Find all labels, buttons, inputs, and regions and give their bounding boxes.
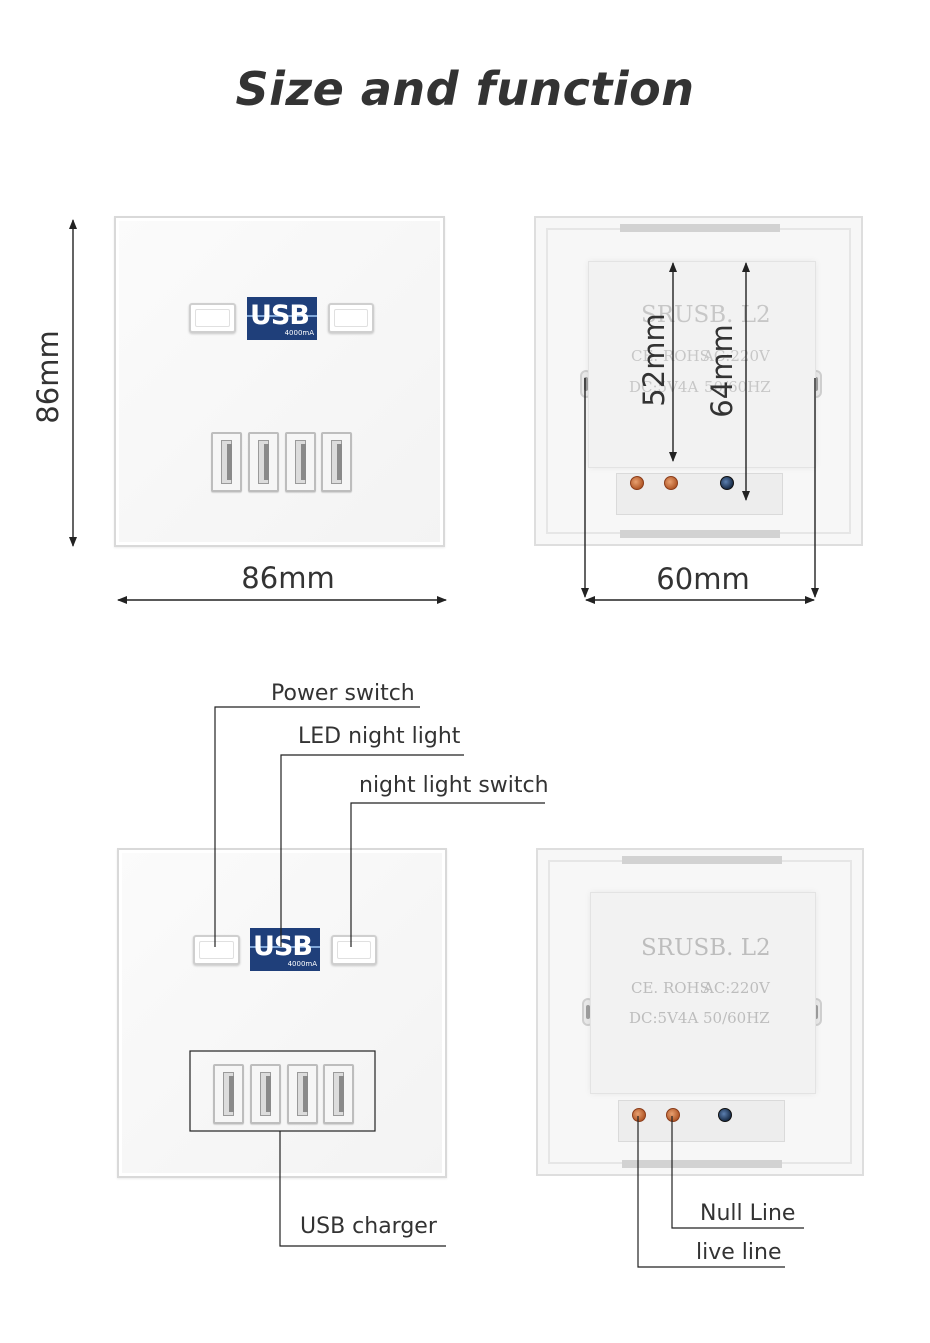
- ground-terminal: [718, 1108, 732, 1122]
- usb-port-3[interactable]: [285, 432, 316, 492]
- terminal-screw-2: [664, 476, 678, 490]
- usb-port-1[interactable]: [211, 432, 242, 492]
- back-dc-text-2: DC:5V4A: [629, 1009, 699, 1027]
- back-ac-text: AC:220V: [703, 347, 770, 365]
- null-line-terminal: [666, 1108, 680, 1122]
- front-width-label: 86mm: [241, 561, 335, 595]
- usb-badge-text-2: USB: [253, 931, 313, 962]
- back-top-vent-2: [622, 856, 782, 864]
- callout-night-light-switch: night light switch: [359, 773, 549, 798]
- back-cert-text-2: CE. ROHS: [631, 979, 710, 997]
- back-bottom-vent: [620, 530, 780, 538]
- usb-badge-logo: USB 4000mA: [247, 297, 317, 340]
- terminal-block: [616, 473, 783, 515]
- page-title: Size and function: [235, 62, 695, 116]
- back-freq-text: 50/60HZ: [704, 378, 771, 396]
- usb-port-b2[interactable]: [250, 1064, 281, 1124]
- back-freq-text-2: 50/60HZ: [703, 1009, 770, 1027]
- front-panel-top: USB 4000mA: [114, 216, 445, 547]
- usb-port-b4[interactable]: [323, 1064, 354, 1124]
- back-ac-text-2: AC:220V: [703, 979, 770, 997]
- terminal-block-2: [618, 1100, 785, 1142]
- leader-null-line: [671, 1116, 804, 1229]
- back-module: SRUSB. L2 CE. ROHS AC:220V DC:5V4A 50/60…: [588, 261, 816, 468]
- usb-port-2[interactable]: [248, 432, 279, 492]
- usb-badge-logo-2: USB 4000mA: [250, 928, 320, 971]
- back-panel-top: SRUSB. L2 CE. ROHS AC:220V DC:5V4A 50/60…: [534, 216, 863, 546]
- power-switch-button[interactable]: [189, 303, 236, 333]
- callout-null-line: Null Line: [700, 1201, 796, 1226]
- power-switch-button-2[interactable]: [193, 935, 240, 965]
- usb-badge-text: USB: [250, 300, 310, 331]
- back-bottom-vent-2: [622, 1160, 782, 1168]
- callout-live-line: live line: [696, 1240, 782, 1265]
- leader-power-switch: [214, 706, 420, 947]
- leader-night-light-switch: [350, 802, 545, 947]
- back-width-label: 60mm: [656, 562, 750, 596]
- usb-badge-sub: 4000mA: [284, 329, 314, 337]
- usb-badge-sub-2: 4000mA: [287, 960, 317, 968]
- leader-live-line: [637, 1116, 785, 1268]
- night-light-switch-button-2[interactable]: [331, 935, 377, 965]
- usb-port-b1[interactable]: [213, 1064, 244, 1124]
- back-top-vent: [620, 224, 780, 232]
- usb-port-4[interactable]: [321, 432, 352, 492]
- back-panel-bottom: SRUSB. L2 CE. ROHS AC:220V DC:5V4A 50/60…: [536, 848, 864, 1176]
- usb-port-b3[interactable]: [287, 1064, 318, 1124]
- back-module-2: SRUSB. L2 CE. ROHS AC:220V DC:5V4A 50/60…: [590, 892, 816, 1094]
- live-line-terminal: [632, 1108, 646, 1122]
- callout-power-switch: Power switch: [271, 681, 415, 706]
- terminal-screw-1: [630, 476, 644, 490]
- leader-usb-charger: [279, 1131, 446, 1247]
- back-model-text-2: SRUSB. L2: [641, 935, 771, 961]
- back-dc-text: DC:5V4A: [629, 378, 699, 396]
- callout-led-night-light: LED night light: [298, 724, 461, 749]
- usb-charger-box: [189, 1050, 376, 1132]
- terminal-screw-ground: [720, 476, 734, 490]
- front-panel-bottom: USB 4000mA: [117, 848, 447, 1178]
- callout-usb-charger: USB charger: [300, 1214, 437, 1239]
- leader-led-night-light: [280, 754, 464, 947]
- night-light-switch-button[interactable]: [328, 303, 374, 333]
